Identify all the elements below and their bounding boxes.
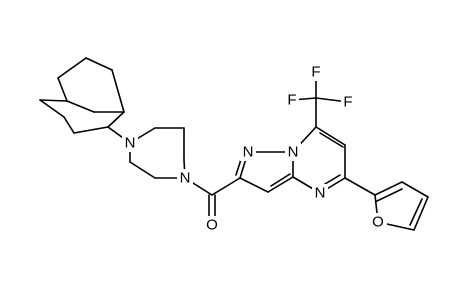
bond — [315, 126, 346, 146]
bond — [319, 132, 344, 148]
atom-n-pyrazole-1: N — [240, 143, 256, 161]
atom-label: F — [287, 92, 296, 109]
bond — [129, 161, 156, 179]
bond — [57, 57, 87, 79]
atom-label: O — [206, 217, 218, 234]
bond — [376, 188, 403, 202]
adamantane-cage — [39, 57, 131, 144]
bond — [401, 181, 429, 198]
bond — [66, 100, 95, 113]
atom-n-pyrazole-2: N — [285, 143, 301, 161]
bond — [239, 177, 269, 193]
bond — [111, 69, 125, 113]
bond — [413, 196, 429, 231]
atom-n-piperazine-a: N — [122, 134, 138, 152]
atom-o-carbonyl: O — [203, 216, 221, 234]
atom-f-top: F — [309, 63, 323, 81]
piperazine-ring — [129, 127, 186, 179]
bond — [374, 181, 403, 196]
bond — [267, 176, 294, 193]
bond — [344, 177, 376, 196]
atom-label: N — [288, 144, 299, 161]
atom-n-pyrimidine: N — [312, 184, 328, 202]
atom-n-piperazine-b: N — [177, 169, 193, 187]
atom-label: N — [315, 185, 326, 202]
atom-o-furan: O — [369, 213, 387, 231]
bond — [85, 57, 113, 71]
bond — [57, 77, 68, 102]
bond — [63, 116, 75, 134]
bond — [39, 99, 68, 102]
bond — [73, 126, 109, 134]
atom-label: O — [372, 214, 384, 231]
bond — [107, 111, 125, 128]
atom-label: F — [343, 94, 352, 111]
bond — [409, 198, 423, 226]
bond — [211, 177, 241, 196]
atom-label: F — [311, 64, 320, 81]
atom-labels: N N O N N N F F — [122, 63, 387, 234]
atom-label: N — [125, 135, 136, 152]
atom-f-right: F — [341, 93, 355, 111]
atom-label: N — [180, 170, 191, 187]
bond — [270, 173, 291, 187]
atom-label: N — [243, 144, 254, 161]
bond — [39, 99, 65, 118]
atom-f-left: F — [285, 91, 299, 109]
